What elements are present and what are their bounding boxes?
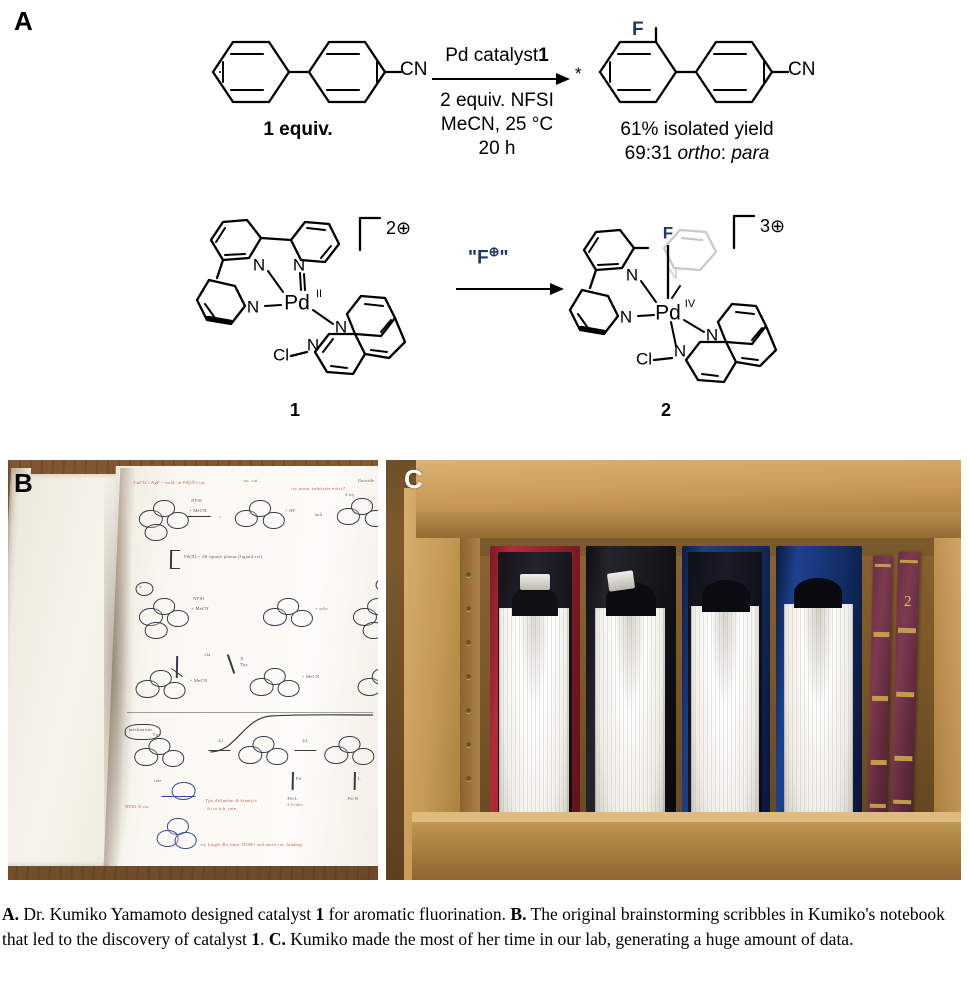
condition-line-1: 2 equiv. NFSI: [440, 90, 554, 111]
charge-label-right: 3⊕: [760, 214, 785, 238]
product-yield-label: 61% isolated yield: [620, 119, 774, 140]
shelf-peg: [466, 640, 471, 645]
notebook-spine-shadow: [104, 460, 134, 876]
shelf-left-inner: [460, 522, 480, 852]
catalyst-2-structure: N N N Pd IV F N N Cl: [568, 223, 778, 384]
arrow-top-label-text: Pd catalyst: [445, 45, 539, 66]
notebook-volume-number: 2: [903, 593, 912, 611]
product-asterisk: *: [575, 64, 582, 83]
reaction-arrow-head: [556, 73, 570, 85]
n-label-8: N: [706, 325, 718, 344]
charge-number-right: 3: [760, 216, 771, 236]
n-label-4: N: [335, 317, 347, 336]
ratio-value: 69:31: [624, 143, 673, 164]
product-fluorine-label: F: [632, 19, 644, 40]
charge-bracket-right: [732, 214, 756, 250]
quote-open: ": [468, 247, 478, 269]
n-label-3: N: [247, 297, 259, 316]
shelf-base-lip: [412, 812, 961, 822]
caption-ref-b: 1: [251, 929, 261, 949]
caption-text-b2: .: [260, 929, 269, 949]
n-label-1: N: [253, 255, 265, 274]
caption-text-a2: for aromatic fluorination.: [324, 904, 511, 924]
panel-letter-a: A: [14, 6, 33, 36]
cl-label-1: Cl: [273, 345, 289, 364]
substrate-structure: [211, 40, 403, 104]
caption-text-a: Dr. Kumiko Yamamoto designed catalyst: [19, 904, 316, 924]
fluorine-source-label: "F⊕": [468, 240, 509, 270]
pd-oxidation-state-2: IV: [685, 298, 696, 310]
caption-ref-a: 1: [315, 904, 325, 924]
condition-line-2: MeCN, 25 °C: [440, 114, 554, 135]
condition-line-3: 20 h: [478, 138, 516, 159]
panel-a-scheme: A CN 1 equiv. Pd catalyst1 2 equiv. NFSI…: [0, 0, 969, 450]
ratio-para: para: [731, 143, 770, 164]
shelf-peg: [466, 708, 471, 713]
shelf-top-board-face: [416, 512, 961, 538]
charge-label-left: 2⊕: [386, 216, 411, 240]
conversion-arrow-head: [550, 283, 564, 295]
substrate-equiv-label: 1 equiv.: [263, 119, 333, 140]
arrow-top-label: Pd catalyst1: [445, 44, 549, 68]
shelf-peg: [466, 674, 471, 679]
panel-letter-b: B: [14, 468, 33, 498]
reaction-arrow-line: [432, 78, 558, 81]
fluoride-ligand-label: F: [663, 223, 673, 242]
notebook-right-page: CuCl2 / AgF ~ oxid. to Pd(IV) cat. no. c…: [108, 466, 378, 866]
product-ratio-label: 69:31 ortho: para: [625, 142, 770, 166]
binder-black: [586, 546, 676, 846]
fluorine-source-f: F: [477, 247, 489, 269]
caption-text-b: The original brainstorming scribbles in …: [2, 904, 945, 949]
product-structure: [598, 26, 790, 104]
caption-tag-b: B.: [510, 904, 527, 924]
n-label-6: N: [626, 265, 638, 284]
pd-center-label-2: Pd: [655, 302, 681, 325]
n-label-2: N: [293, 255, 305, 274]
charge-bracket-left: [358, 216, 382, 252]
caption-text-c: Kumiko made the most of her time in our …: [285, 929, 854, 949]
charge-symbol-left: ⊕: [396, 218, 412, 238]
shelf-peg: [466, 572, 471, 577]
product-nitrile-label: CN: [788, 59, 816, 80]
shelf-peg: [466, 606, 471, 611]
n-label-7: N: [620, 307, 632, 326]
charge-symbol-right: ⊕: [770, 216, 786, 236]
panel-c-shelf-photo: 2 C: [386, 460, 961, 880]
conversion-arrow-line: [456, 288, 552, 291]
pd-center-label: Pd: [284, 292, 310, 315]
pd-oxidation-state: II: [316, 288, 322, 300]
quote-close: ": [499, 247, 509, 269]
substrate-nitrile-label: CN: [400, 59, 428, 80]
n-label-5: N: [307, 335, 319, 354]
shelf-peg: [466, 776, 471, 781]
figure-caption: A. Dr. Kumiko Yamamoto designed catalyst…: [2, 902, 965, 952]
binder-blue-2: [776, 546, 862, 846]
caption-tag-c: C.: [268, 929, 286, 949]
binder-blue-1: [682, 546, 770, 846]
caption-tag-a: A.: [2, 904, 20, 924]
charge-number-left: 2: [386, 218, 397, 238]
catalyst-1-structure: N N N Pd II N N Cl: [195, 218, 407, 376]
panel-b-notebook-photo: CuCl2 / AgF ~ oxid. to Pd(IV) cat. no. c…: [8, 460, 378, 880]
binder-red: [490, 546, 580, 846]
ratio-colon: :: [720, 143, 727, 164]
compound-label-2: 2: [660, 400, 672, 420]
n-label-9: N: [674, 341, 686, 360]
cl-label-2: Cl: [636, 349, 652, 368]
fluorine-source-charge: ⊕: [488, 244, 500, 259]
shelf-peg: [466, 742, 471, 747]
ratio-ortho: ortho: [677, 143, 721, 164]
compound-label-1: 1: [289, 400, 301, 420]
panel-letter-c: C: [404, 464, 423, 494]
arrow-top-label-ref: 1: [538, 45, 549, 66]
shelf-base: [412, 812, 961, 880]
